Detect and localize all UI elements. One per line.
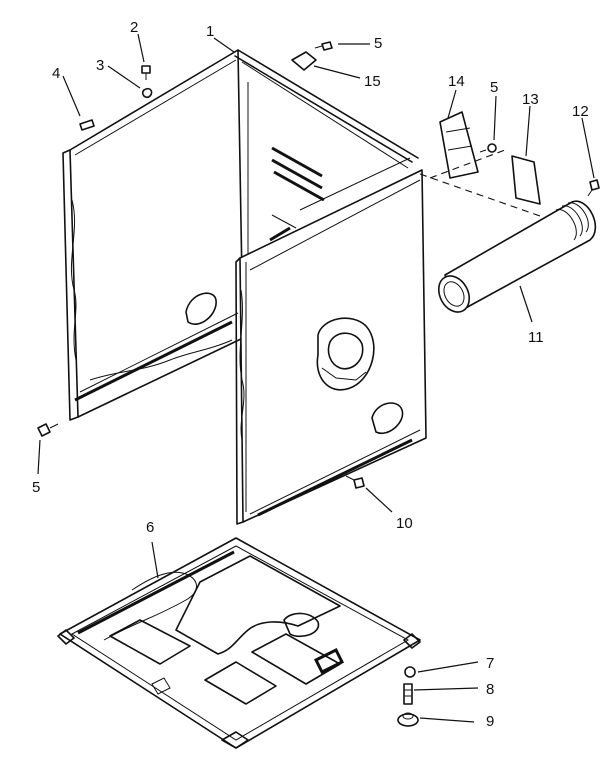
screw-part-5-left — [37, 423, 59, 437]
callout-8: 8 — [486, 681, 494, 698]
callout-3: 3 — [96, 57, 104, 74]
callout-5-right: 5 — [490, 79, 498, 96]
callout-10: 10 — [396, 515, 413, 532]
exhaust-duct-part-11 — [437, 200, 597, 313]
screw-part-5-right — [479, 143, 497, 153]
callout-12: 12 — [572, 103, 589, 120]
callout-5-top: 5 — [374, 35, 382, 52]
callout-15: 15 — [364, 73, 381, 90]
screw-part-2 — [141, 65, 151, 80]
foot-part-9 — [397, 712, 419, 727]
callout-2: 2 — [130, 19, 138, 36]
clip-part-4 — [79, 119, 95, 131]
callout-13: 13 — [522, 91, 539, 108]
base-part-6 — [57, 537, 421, 749]
screw-part-12 — [587, 179, 600, 197]
nut-part-7 — [404, 666, 416, 678]
cabinet — [62, 49, 427, 525]
callout-4: 4 — [52, 65, 60, 82]
leveling-leg-part-8 — [403, 683, 413, 705]
screw-part-10 — [345, 475, 365, 489]
clip-part-3 — [141, 87, 153, 99]
callout-11: 11 — [528, 329, 544, 346]
bracket-part-15 — [291, 51, 317, 71]
bracket-part-14 — [439, 111, 479, 179]
callout-9: 9 — [486, 713, 494, 730]
callout-labels: 1 2 3 4 5 15 14 5 13 12 11 5 10 6 7 8 9 — [32, 19, 589, 730]
callout-1: 1 — [206, 23, 214, 40]
alignment-line — [419, 173, 581, 231]
callout-7: 7 — [486, 655, 494, 672]
callout-5-left: 5 — [32, 479, 40, 496]
callout-6: 6 — [146, 519, 154, 536]
plate-part-13 — [511, 155, 541, 205]
screw-part-5-top — [314, 41, 333, 51]
leader-lines — [37, 33, 595, 723]
callout-14: 14 — [448, 73, 465, 90]
